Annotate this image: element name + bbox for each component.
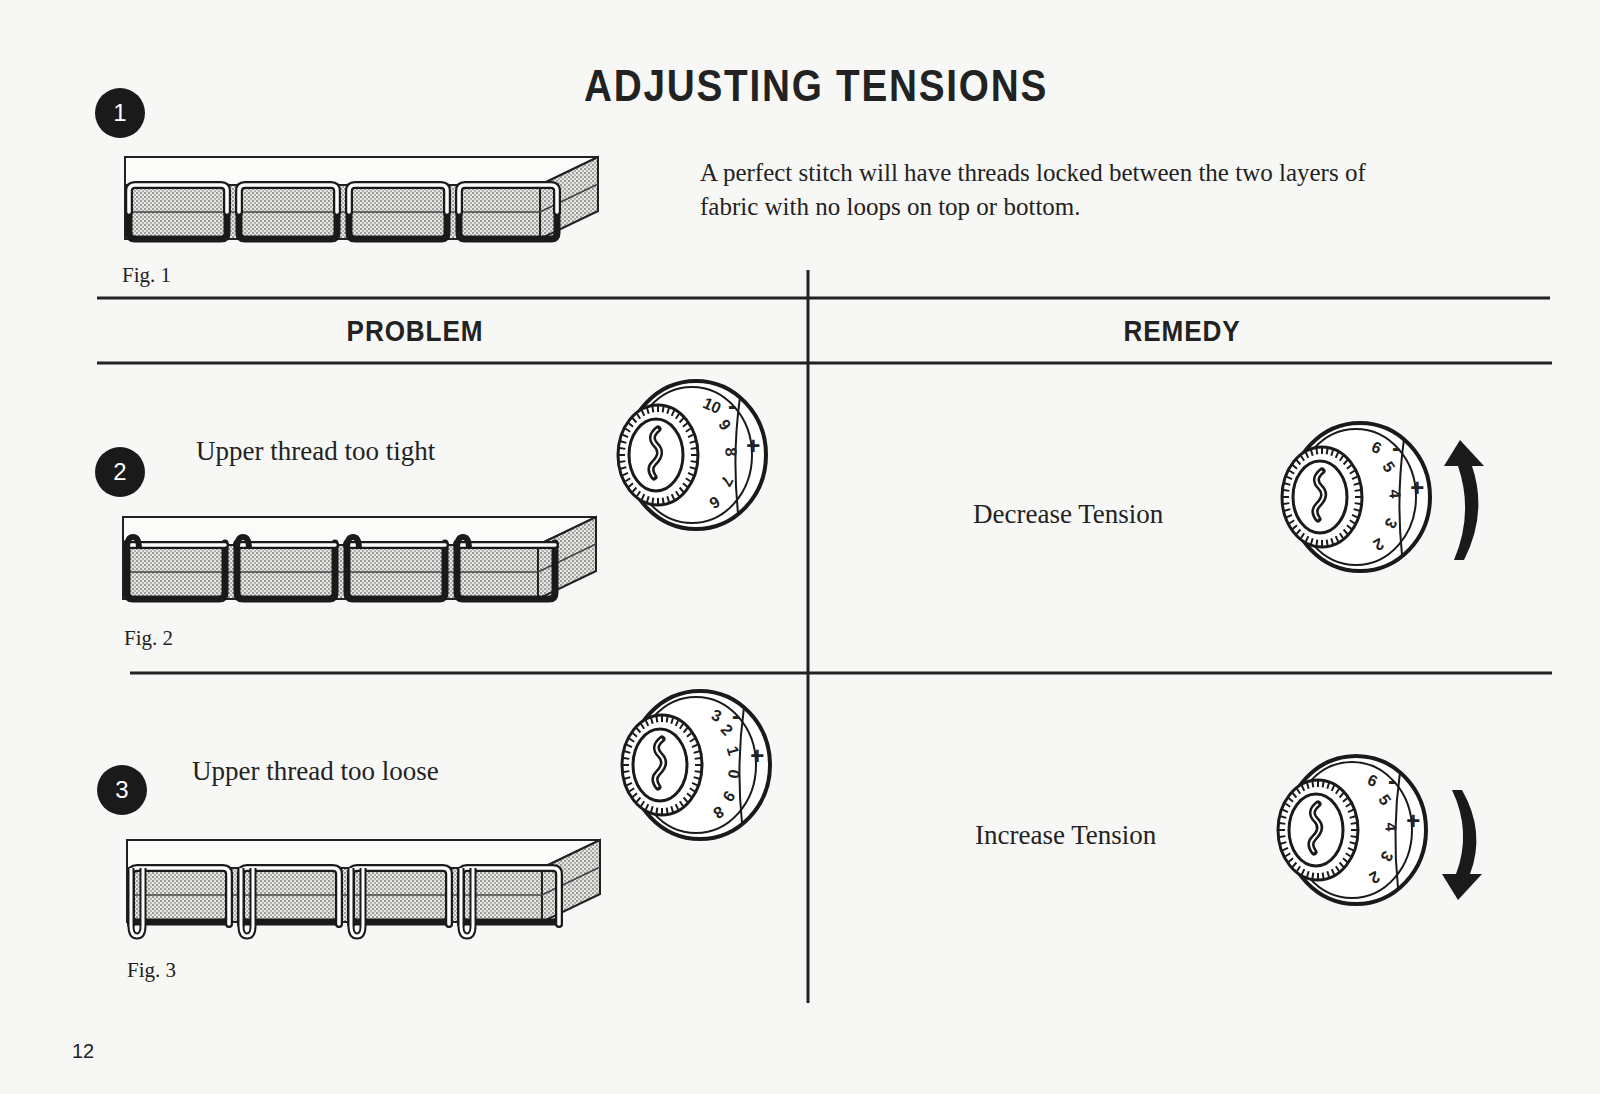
plus-sign: +	[1406, 809, 1420, 833]
callout-number: 3	[97, 765, 147, 815]
tension-dial	[1278, 756, 1426, 904]
tension-dial	[622, 691, 770, 839]
stitch-figure	[127, 840, 600, 936]
callout-text: 2	[113, 458, 126, 486]
figure-label: Fig. 2	[124, 626, 173, 651]
minus-sign: -	[728, 394, 736, 418]
remedy-text: Decrease Tension	[973, 499, 1163, 530]
dial-number: 4	[1386, 489, 1402, 499]
description: A perfect stitch will have threads locke…	[700, 156, 1400, 224]
callout-text: 1	[113, 99, 126, 127]
problem-text: Upper thread too loose	[192, 756, 439, 787]
dial-number: 8	[722, 447, 738, 457]
dial-number: 4	[1382, 822, 1398, 832]
minus-sign: -	[1392, 436, 1400, 460]
remedy-text: Increase Tension	[975, 820, 1156, 851]
figure-label: Fig. 3	[127, 958, 176, 983]
callout-text: 3	[115, 776, 128, 804]
plus-sign: +	[746, 434, 760, 458]
table-rules	[97, 270, 1552, 1003]
minus-sign: -	[1388, 769, 1396, 793]
column-header: PROBLEM	[347, 315, 484, 348]
turn-arrow	[1444, 440, 1484, 560]
stitch-figure	[125, 157, 598, 239]
page-title: ADJUSTING TENSIONS	[584, 61, 1048, 111]
plus-sign: +	[1410, 476, 1424, 500]
callout-number: 1	[95, 88, 145, 138]
figure-label: Fig. 1	[122, 263, 171, 288]
tension-dial	[618, 381, 766, 529]
turn-arrow	[1442, 790, 1482, 900]
problem-text: Upper thread too tight	[196, 436, 435, 467]
column-header: REMEDY	[1123, 315, 1240, 348]
callout-number: 2	[95, 447, 145, 497]
page-number: 12	[72, 1040, 94, 1063]
stitch-figure	[123, 517, 596, 599]
plus-sign: +	[750, 744, 764, 768]
tension-dial	[1282, 423, 1430, 571]
